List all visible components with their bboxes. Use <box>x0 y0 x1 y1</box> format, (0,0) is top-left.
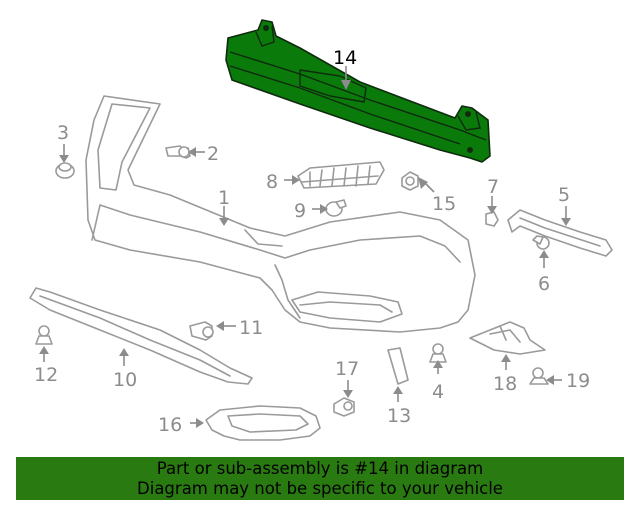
label-5: 5 <box>558 184 570 206</box>
part-10-lower-molding[interactable] <box>29 287 253 385</box>
label-15: 15 <box>432 193 456 215</box>
label-9: 9 <box>294 200 306 222</box>
label-12: 12 <box>34 364 58 386</box>
banner-line-2: Diagram may not be specific to your vehi… <box>137 479 503 498</box>
label-10: 10 <box>113 369 137 391</box>
label-17: 17 <box>335 358 359 380</box>
part-11-bolt[interactable] <box>189 321 214 341</box>
label-6: 6 <box>538 273 550 295</box>
part-2-bolt[interactable] <box>165 145 191 159</box>
label-11: 11 <box>239 317 263 339</box>
label-8: 8 <box>266 171 278 193</box>
part-12-clip[interactable] <box>35 325 53 345</box>
label-19: 19 <box>566 370 590 392</box>
part-labels: 14 1 2 3 4 5 6 7 8 9 10 11 12 13 15 16 1… <box>34 47 590 436</box>
label-7: 7 <box>487 176 499 198</box>
label-14: 14 <box>333 47 357 69</box>
label-1: 1 <box>218 187 230 209</box>
part-18-bracket[interactable] <box>469 321 546 355</box>
banner-line-1: Part or sub-assembly is #14 in diagram <box>156 459 484 478</box>
leader-lines <box>39 66 571 428</box>
part-16-fog-bezel[interactable] <box>205 405 321 441</box>
part-15-bolt[interactable] <box>401 171 419 191</box>
label-2: 2 <box>207 143 219 165</box>
part-3-clip-nut[interactable] <box>55 162 75 179</box>
part-7-clip[interactable] <box>485 211 499 227</box>
info-banner: Part or sub-assembly is #14 in diagram D… <box>16 457 624 500</box>
parts-diagram: 14 1 2 3 4 5 6 7 8 9 10 11 12 13 15 16 1… <box>29 19 613 441</box>
part-14-reinforcement-beam[interactable] <box>225 19 491 163</box>
label-13: 13 <box>387 405 411 427</box>
part-17-bolt[interactable] <box>333 397 355 417</box>
part-4-clip[interactable] <box>429 343 447 363</box>
part-9-grommet[interactable] <box>325 199 347 217</box>
part-19-clip[interactable] <box>529 367 549 385</box>
label-16: 16 <box>158 414 182 436</box>
part-13-reflector[interactable] <box>387 347 409 385</box>
part-5-side-bracket[interactable] <box>507 209 613 257</box>
label-3: 3 <box>57 122 69 144</box>
label-18: 18 <box>493 373 517 395</box>
part-1-bumper-face[interactable] <box>85 95 476 333</box>
part-6-screw[interactable] <box>532 235 550 250</box>
label-4: 4 <box>432 381 444 403</box>
part-8-grille-insert[interactable] <box>297 161 385 189</box>
